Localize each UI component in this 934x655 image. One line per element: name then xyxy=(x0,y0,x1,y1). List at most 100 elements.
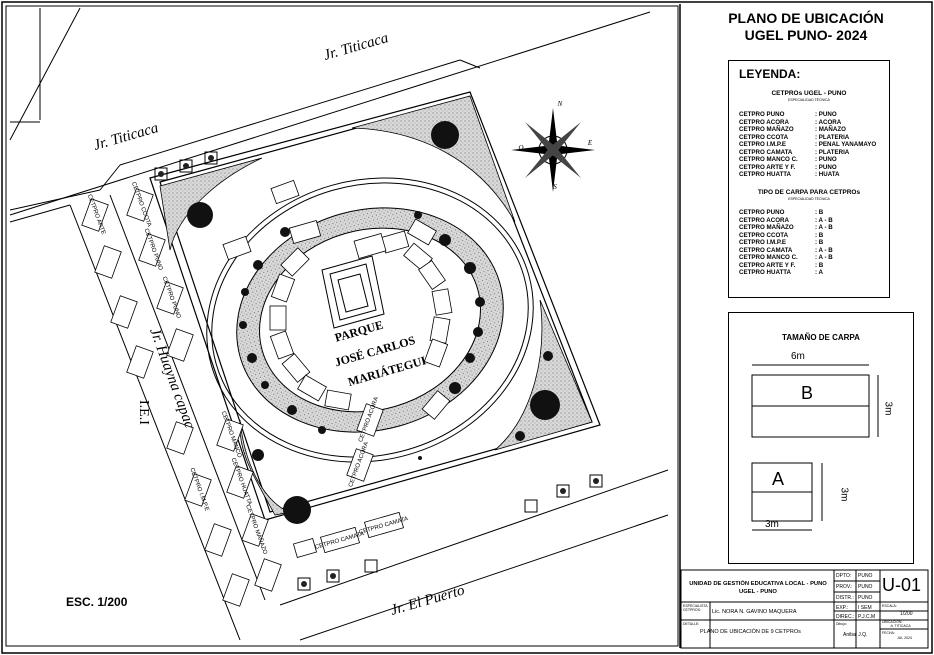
legend-location-key: CETPRO MAÑAZO xyxy=(739,126,794,133)
legend-location-key: CETPRO CCOTA xyxy=(739,133,789,141)
legend-tent-type-row: CETPRO MAÑAZO: A - B xyxy=(739,224,833,232)
legend-tent-type-key: CETPRO HUATTA xyxy=(739,269,792,276)
legend-tent-type-value: : B xyxy=(815,231,824,239)
tb-exp-key: EXP.: xyxy=(836,605,849,611)
tb-exp-value: I SEM xyxy=(858,605,872,611)
tb-dpto-value: PUNO xyxy=(858,573,873,579)
legend-tent-type-value: : B xyxy=(815,261,824,269)
legend-section1-sub: ESPECIALIDAD TÉCNICA xyxy=(788,98,830,102)
legend-tent-type-value: : A - B xyxy=(815,216,833,224)
plan-title: PLANO DE UBICACIÓN UGEL PUNO- 2024 xyxy=(682,10,930,44)
tent-b-width: 6m xyxy=(791,351,805,362)
tb-especialista-key: ESPECIALISTA CETPROS: xyxy=(683,604,708,612)
legend-tent-type-key: CETPRO MAÑAZO xyxy=(739,224,794,231)
tb-dibujo-key: Dibujo: xyxy=(836,622,847,626)
compass-north: N xyxy=(557,100,563,108)
tb-prov-key: PROV.: xyxy=(836,584,853,590)
legend-location-row: CETPRO ACORA : ACORA xyxy=(739,119,876,127)
legend-location-value: : PENAL YANAMAYO xyxy=(815,141,877,148)
title-block-entity2: UGEL - PUNO xyxy=(739,589,777,595)
tb-detalle-key: DETALLE: xyxy=(683,622,700,626)
legend-tent-type-row: CETPRO ACORA: A - B xyxy=(739,217,833,225)
legend-location-row: CETPRO ARTE Y F. : PUNO xyxy=(739,164,876,172)
legend-location-value: : PUNO xyxy=(815,111,837,118)
street-lines xyxy=(9,7,669,641)
tb-escala-key: ESCALA: xyxy=(882,604,897,608)
tb-dpto-key: DPTO: xyxy=(836,573,852,579)
plan-title-line1: PLANO DE UBICACIÓN xyxy=(728,10,884,26)
legend-tent-type-row: CETPRO PUNO : B xyxy=(739,209,833,217)
legend-title: LEYENDA: xyxy=(739,67,801,81)
title-block-lines xyxy=(680,569,929,649)
legend-tent-type-value: : A - B xyxy=(815,246,833,254)
tb-direc-value: P.J.C.M xyxy=(858,614,876,620)
tb-fecha-value: JUL 2024 xyxy=(897,636,912,640)
north-compass xyxy=(511,108,595,192)
central-monument xyxy=(321,255,385,329)
legend-tent-type-value: : A xyxy=(815,269,824,276)
tent-b-depth: 3m xyxy=(882,401,894,416)
tent-a-width: 3m xyxy=(765,519,779,530)
tb-prov-value: PUNO xyxy=(858,584,873,590)
tb-dibujo-value: Anibal J.Q. xyxy=(843,632,868,638)
street-label-el-puerto: Jr. El Puerto xyxy=(389,582,467,619)
street-label-titicaca-left: Jr. Titicaca xyxy=(92,120,160,154)
legend-location-row: CETPRO MAÑAZO : MAÑAZO xyxy=(739,126,876,134)
sheet-number: U-01 xyxy=(882,575,922,595)
legend-location-key: CETPRO MANCO C. xyxy=(739,156,798,163)
tb-detalle-value: PLANO DE UBICACIÓN DE 9 CETPROs xyxy=(700,629,801,635)
corner-gardens xyxy=(159,95,593,516)
tb-fecha-key: FECHA: xyxy=(882,631,895,635)
tb-distr-value: PUNO xyxy=(858,595,873,601)
legend-tent-type-key: CETPRO ARTE Y F. xyxy=(739,261,796,269)
legend-location-row: CETPRO HUATTA : HUATA xyxy=(739,171,876,179)
legend-location-key: CETPRO HUATTA xyxy=(739,171,792,178)
legend-tent-type-row: CETPRO CAMATA : A - B xyxy=(739,247,833,255)
legend-location-key: CETPRO PUNO xyxy=(739,111,785,118)
legend-location-value: : PUNO xyxy=(815,156,837,163)
compass-south: S xyxy=(553,183,557,191)
tent-b-label: B xyxy=(801,383,814,403)
legend-location-value: : PLATERIA xyxy=(815,133,850,141)
inner-stalls xyxy=(222,179,453,420)
legend-tent-type-row: CETPRO I.M.P.E: B xyxy=(739,239,833,247)
compass-west: O xyxy=(518,144,523,152)
legend-section1-title: CETPROs UGEL - PUNO xyxy=(771,90,847,97)
legend-tent-type-value: : B xyxy=(815,209,824,216)
planters xyxy=(154,151,603,591)
legend-tent-type-key: CETPRO CAMATA xyxy=(739,246,793,254)
legend-location-key: CETPRO I.M.P.E xyxy=(739,141,786,148)
legend-tent-type-row: CETPRO MANCO C. : A - B xyxy=(739,254,833,262)
legend-location-value: : MAÑAZO xyxy=(815,126,846,133)
legend-tent-type-value: : A - B xyxy=(815,254,833,261)
tent-size-title: TAMAÑO DE CARPA xyxy=(782,333,860,342)
legend-location-value: : PUNO xyxy=(815,163,837,171)
legend-location-value: : ACORA xyxy=(815,118,842,126)
legend-location-row: CETPRO CCOTA : PLATERIA xyxy=(739,134,876,142)
legend-location-value: : HUATA xyxy=(815,171,840,178)
title-block-entity: UNIDAD DE GESTIÓN EDUCATIVA LOCAL - PUNO xyxy=(689,581,827,587)
legend-tent-type-key: CETPRO PUNO xyxy=(739,209,785,216)
legend-location-key: CETPRO ACORA xyxy=(739,118,789,126)
legend-tent-type-key: CETPRO I.M.P.E xyxy=(739,239,786,246)
tb-ubicacion-key: UBICACIÓN: xyxy=(882,620,903,624)
legend-section2-title: TIPO DE CARPA PARA CETPROs xyxy=(757,189,861,196)
legend-location-key: CETPRO CAMATA xyxy=(739,148,793,156)
legend-tent-type-row: CETPRO HUATTA : A xyxy=(739,269,833,277)
scale-label: ESC. 1/200 xyxy=(66,595,128,609)
outer-stalls xyxy=(81,188,405,607)
tent-a-depth: 3m xyxy=(838,487,850,502)
legend-location-value: : PLATERIA xyxy=(815,148,850,156)
legend-location-row: CETPRO I.M.P.E : PENAL YANAMAYO xyxy=(739,141,876,149)
legend-location-key: CETPRO ARTE Y F. xyxy=(739,163,796,171)
legend-tent-type-key: CETPRO MANCO C. xyxy=(739,254,798,261)
compass-east: E xyxy=(587,139,593,147)
tent-a-label: A xyxy=(772,469,785,489)
legend-panel: LEYENDA: CETPROs UGEL - PUNO ESPECIALIDA… xyxy=(728,60,890,298)
tb-escala-value: 1/200 xyxy=(900,611,913,617)
tb-especialista-value: Lic. NORA N. GAVINO MAQUERA xyxy=(712,609,797,615)
legend-tent-type-key: CETPRO CCOTA xyxy=(739,231,789,239)
